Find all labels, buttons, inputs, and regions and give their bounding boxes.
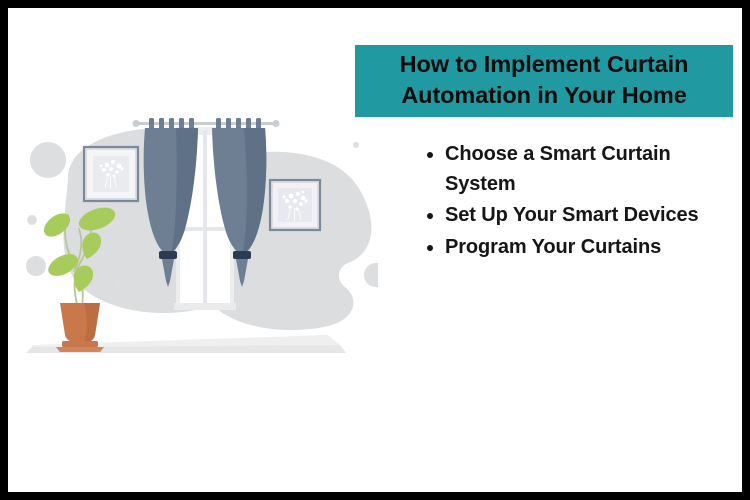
list-item-label: Choose a Smart Curtain System	[445, 142, 671, 195]
window-glass-lower-right	[207, 231, 230, 305]
picture-frame-left-botanical	[99, 160, 124, 189]
picture-frame-right-inner	[278, 188, 312, 222]
decor-circle-tiny-center	[115, 279, 123, 287]
window-glass-lower-left	[180, 231, 203, 305]
curtain-left-tieback	[159, 251, 177, 259]
decor-circle-small-left	[27, 215, 37, 225]
picture-frame-right-botanical	[282, 190, 308, 221]
window-sill	[174, 303, 236, 310]
floor-surface	[32, 335, 340, 347]
window-mullion-horizontal	[178, 227, 232, 231]
decor-circle-tiny-right	[353, 142, 359, 148]
content-column: How to Implement Curtain Automation in Y…	[355, 45, 742, 263]
flower-pot	[56, 303, 104, 352]
plant-leaves	[43, 207, 116, 292]
curtain-right-group	[212, 118, 267, 287]
potted-plant-group	[43, 207, 116, 352]
curtain-rod-finial-right	[272, 120, 280, 127]
curtain-left-group	[143, 118, 198, 287]
poster-canvas: How to Implement Curtain Automation in Y…	[8, 8, 742, 492]
curtain-left-fold-shade	[171, 128, 198, 254]
flower-pot-saucer	[56, 347, 104, 352]
list-item-label: Set Up Your Smart Devices	[445, 204, 699, 227]
page-title: How to Implement Curtain Automation in Y…	[399, 51, 689, 109]
flower-pot-base	[62, 341, 98, 347]
list-item-label: Program Your Curtains	[445, 235, 662, 258]
curtain-right-tabs	[216, 118, 261, 130]
decor-circle-medium-left	[26, 256, 46, 276]
steps-list: Choose a Smart Curtain System Set Up You…	[355, 139, 742, 263]
list-item: Program Your Curtains	[427, 232, 742, 262]
list-item: Set Up Your Smart Devices	[427, 200, 742, 230]
picture-frame-right-border	[268, 178, 322, 232]
curtain-right-tail	[236, 259, 248, 287]
decor-circle-medium-right	[364, 263, 378, 287]
picture-frame-right	[268, 178, 322, 232]
picture-frame-left	[82, 145, 140, 203]
living-room-illustration	[8, 103, 378, 373]
window-mullion-vertical	[203, 131, 207, 307]
curtain-left-tail	[162, 259, 174, 287]
flower-pot-shade	[83, 303, 100, 343]
decor-circle-large-left	[30, 142, 66, 178]
picture-frame-left-inner	[93, 156, 129, 192]
curtain-left-tabs	[149, 118, 194, 130]
list-item: Choose a Smart Curtain System	[427, 139, 742, 200]
picture-frame-left-border	[82, 145, 140, 203]
floor-group	[26, 335, 346, 353]
floor-shadow	[26, 345, 346, 353]
curtain-rod-bar	[136, 122, 276, 125]
title-banner: How to Implement Curtain Automation in Y…	[355, 45, 733, 117]
curtain-rod-finial-left	[132, 120, 140, 127]
curtain-right-tieback	[233, 251, 251, 259]
decorative-circles-group	[26, 142, 378, 287]
curtain-right-fold-shade	[242, 128, 267, 255]
